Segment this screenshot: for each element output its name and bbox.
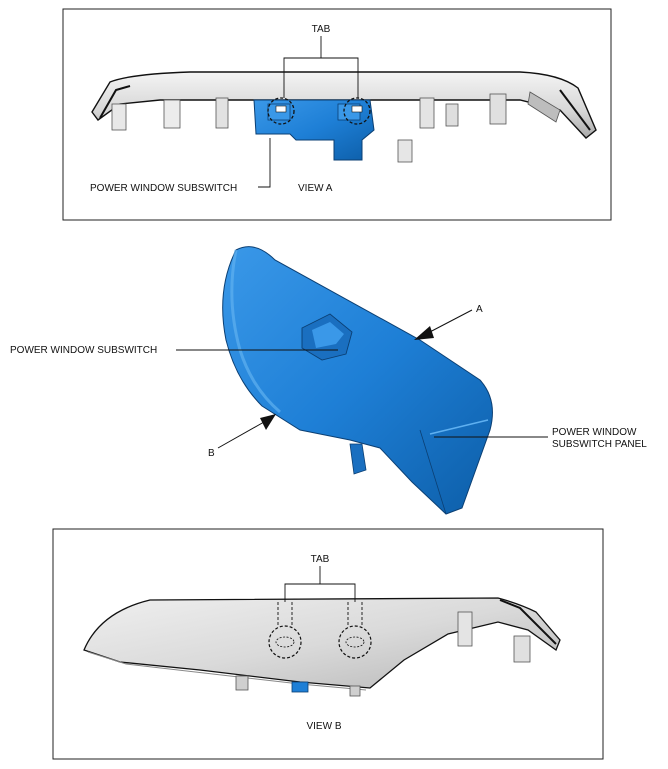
view-b-tab-label: TAB	[311, 554, 330, 565]
view-b-panel: TAB VIEW B	[52, 528, 604, 760]
main-subswitch-label: POWER WINDOW SUBSWITCH	[10, 345, 157, 356]
view-a-panel: TAB POWER WINDOW SUBSWITCH VIEW A	[62, 8, 612, 221]
view-b-tab-right-circle	[338, 625, 372, 659]
main-subswitch-panel-illustration	[222, 246, 493, 515]
view-a-subswitch-label: POWER WINDOW SUBSWITCH	[90, 183, 237, 194]
view-b-hidden-lines	[277, 602, 363, 626]
view-a-tab-left-circle	[267, 97, 295, 125]
view-a-tab-label: TAB	[312, 24, 331, 35]
view-b-frame	[52, 528, 604, 760]
arrow-a	[414, 309, 473, 340]
view-a-frame	[62, 8, 612, 221]
main-panel-label-line2: SUBSWITCH PANEL	[552, 439, 647, 450]
arrow-b-label: B	[208, 448, 215, 459]
view-b-view-label: VIEW B	[306, 721, 341, 732]
view-b-tab-left-circle	[268, 625, 302, 659]
view-a-subswitch-leader	[258, 138, 271, 188]
view-a-trim-illustration	[91, 71, 597, 163]
view-b-trim-illustration	[83, 597, 561, 697]
view-a-view-label: VIEW A	[298, 183, 333, 194]
arrow-b	[217, 414, 276, 449]
view-a-tab-leader	[283, 36, 359, 98]
arrow-a-label: A	[476, 304, 483, 315]
main-panel-label-line1: POWER WINDOW	[552, 427, 637, 438]
view-b-tab-leader	[284, 566, 356, 602]
view-a-tab-right-circle	[343, 97, 371, 125]
